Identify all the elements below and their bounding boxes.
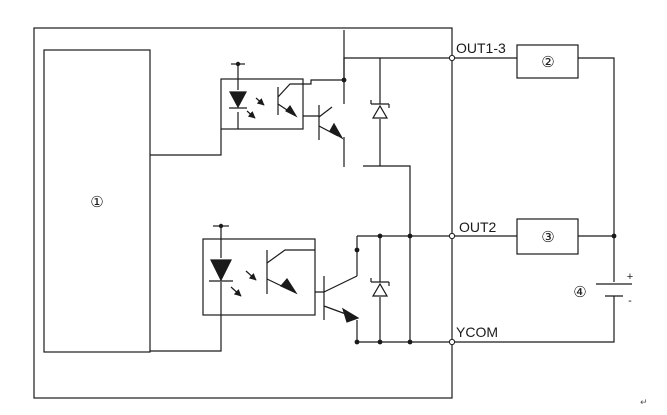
junction-ycom-c	[407, 339, 413, 345]
output-transistor-arrow-upper	[329, 122, 344, 140]
drive-wire-lower	[150, 315, 222, 352]
internal-circuit-block	[43, 49, 151, 353]
light-arrow-upper-2	[255, 97, 265, 106]
load-2-label: ③	[541, 228, 554, 246]
light-arrow-lower-2	[245, 270, 257, 281]
led-upper	[229, 91, 247, 109]
zener-bar-upper	[370, 100, 390, 108]
phototransistor-arrow-lower	[280, 277, 298, 295]
terminal-out2	[448, 232, 456, 240]
light-arrow-lower-1	[230, 286, 242, 297]
zener-bar-lower	[370, 278, 390, 286]
output-transistor-arrow-lower	[341, 307, 360, 323]
load-1-return-wire	[578, 57, 615, 282]
out1-3-label: OUT1-3	[456, 40, 506, 56]
internal-circuit-label: ①	[90, 193, 103, 211]
load-1-label: ②	[541, 53, 554, 71]
terminal-ycom	[448, 338, 456, 346]
out1-3-bus	[343, 57, 452, 80]
power-supply-label: ④	[573, 283, 586, 301]
phototransistor-arrow-upper	[285, 104, 298, 118]
zener-diode-upper	[371, 104, 389, 119]
led-bias-dot-upper	[235, 61, 241, 67]
ycom-label: YCOM	[456, 324, 498, 340]
output-transistor-upper	[303, 105, 339, 140]
junction-ycom-b	[377, 339, 383, 345]
upper-output-channel	[150, 30, 452, 342]
paragraph-mark: ↵	[640, 398, 648, 408]
drive-wire-upper	[150, 129, 222, 156]
collector-link-upper	[303, 79, 345, 104]
junction-lower-a	[354, 247, 360, 253]
junction-ycom-a	[354, 339, 360, 345]
terminal-out1-3	[448, 54, 456, 62]
ycom-external-wire	[455, 296, 615, 343]
led-lower	[210, 259, 232, 282]
out2-label: OUT2	[459, 219, 497, 235]
lower-output-channel	[150, 223, 452, 352]
led-bias-dot-lower	[218, 223, 224, 229]
battery-minus-sign: -	[628, 295, 632, 307]
output-transistor-lower	[315, 275, 358, 320]
light-arrow-upper-1	[246, 110, 256, 119]
load-1-box	[516, 44, 579, 79]
battery-plus-sign: +	[627, 271, 633, 283]
zener-diode-lower	[371, 282, 389, 297]
load-2-box	[516, 218, 579, 255]
junction-lower-c	[407, 233, 413, 239]
return-wire-upper	[363, 165, 411, 342]
junction-supply	[611, 233, 617, 239]
